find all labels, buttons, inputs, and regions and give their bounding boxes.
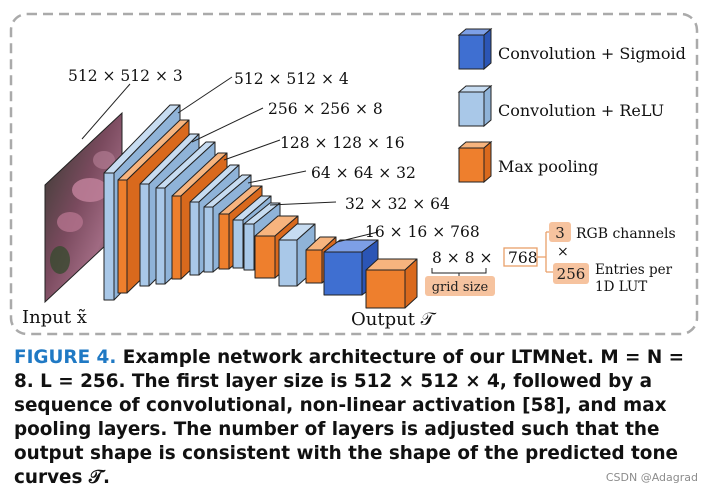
layer-size-label: 16 × 16 × 768 (365, 223, 480, 241)
lut-label: 1D LUT (595, 279, 647, 295)
legend: Convolution + Sigmoid Convolution + ReLU… (457, 27, 686, 184)
diagram-frame (9, 12, 699, 336)
layer-size-label: 8 × 8 × (432, 249, 492, 267)
figure-number: FIGURE 4. (14, 347, 117, 368)
lut-label: Entries per (595, 262, 673, 278)
caption-text: Example network architecture of our LTMN… (14, 347, 685, 488)
svg-text:256: 256 (557, 265, 586, 283)
watermark: CSDN @Adagrad (605, 471, 698, 484)
input-label: Input x̃ (22, 307, 87, 328)
legend-item-relu: Convolution + ReLU (457, 84, 664, 128)
layer-output (365, 258, 418, 309)
leader-lines (81, 76, 379, 243)
lut-count-box (553, 263, 589, 284)
layer-blocks (103, 104, 418, 309)
grid-size-label: grid size (432, 280, 489, 295)
figure-caption: FIGURE 4. Example network architecture o… (14, 346, 704, 490)
legend-label: Max pooling (498, 157, 598, 176)
times-sign: × (557, 244, 569, 260)
rgb-channels-label: RGB channels (576, 226, 676, 242)
layer-size-label: 64 × 64 × 32 (311, 164, 416, 182)
layer-size-label: 32 × 32 × 64 (345, 195, 450, 213)
legend-label: Convolution + ReLU (498, 101, 664, 120)
legend-item-sigmoid: Convolution + Sigmoid (457, 27, 686, 71)
legend-item-maxpool: Max pooling (457, 140, 598, 184)
legend-label: Convolution + Sigmoid (498, 44, 686, 63)
network-architecture-diagram: 512 × 512 × 3 512 × 512 × 4 256 × 256 × … (9, 12, 699, 336)
output-label: Output 𝒯 (351, 309, 437, 330)
rgb-count-box (549, 222, 571, 242)
grid-size-annotation: grid size (425, 268, 495, 296)
layer-size-label: 512 × 512 × 3 (68, 67, 183, 85)
channel-annotation: 3 RGB channels × 256 Entries per 1D LUT (503, 222, 676, 295)
layer-size-label: 256 × 256 × 8 (268, 100, 383, 118)
input-image (44, 111, 123, 304)
layer-size-label: 128 × 128 × 16 (280, 134, 405, 152)
layer-size-label: 768 (508, 249, 538, 267)
layer-size-label: 512 × 512 × 4 (234, 70, 349, 88)
svg-text:3: 3 (555, 224, 565, 242)
